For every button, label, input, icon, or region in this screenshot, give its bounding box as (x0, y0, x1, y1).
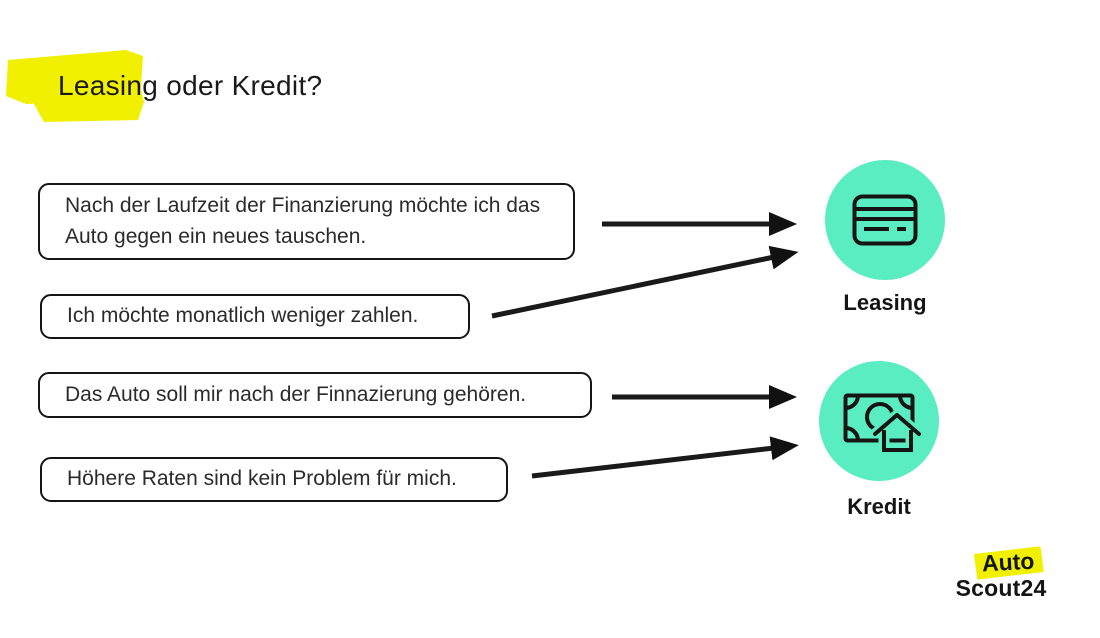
title-highlight-swash-icon (6, 50, 144, 122)
logo-auto-text: Auto (981, 547, 1035, 577)
statement-box-1: Nach der Laufzeit der Finanzierung möcht… (38, 183, 575, 260)
banknote-house-icon (843, 393, 921, 455)
statement-text: Höhere Raten sind kein Problem für mich. (67, 467, 457, 491)
credit-card-icon (852, 194, 918, 246)
statement-text: Das Auto soll mir nach der Finnazierung … (65, 382, 527, 406)
leasing-circle (825, 160, 945, 280)
kredit-circle (819, 361, 939, 481)
statement-box-3: Das Auto soll mir nach der Finnazierung … (38, 372, 592, 418)
leasing-label: Leasing (843, 290, 927, 315)
page-title: Leasing oder Kredit? (58, 70, 323, 101)
statement-box-2: Ich möchte monatlich weniger zahlen. (40, 294, 470, 339)
statement-text: Ich möchte monatlich weniger zahlen. (67, 304, 419, 328)
arrow-statement2-to-leasing (491, 245, 799, 319)
kredit-label: Kredit (847, 494, 911, 519)
statement-box-4: Höhere Raten sind kein Problem für mich. (40, 457, 508, 502)
autoscout24-logo: Auto Scout24 (946, 548, 1056, 602)
statement-text: Nach der Laufzeit der Finanzierung möcht… (65, 194, 541, 248)
arrow-statement4-to-kredit (531, 436, 799, 479)
logo-scout24-text: Scout24 (955, 575, 1047, 601)
